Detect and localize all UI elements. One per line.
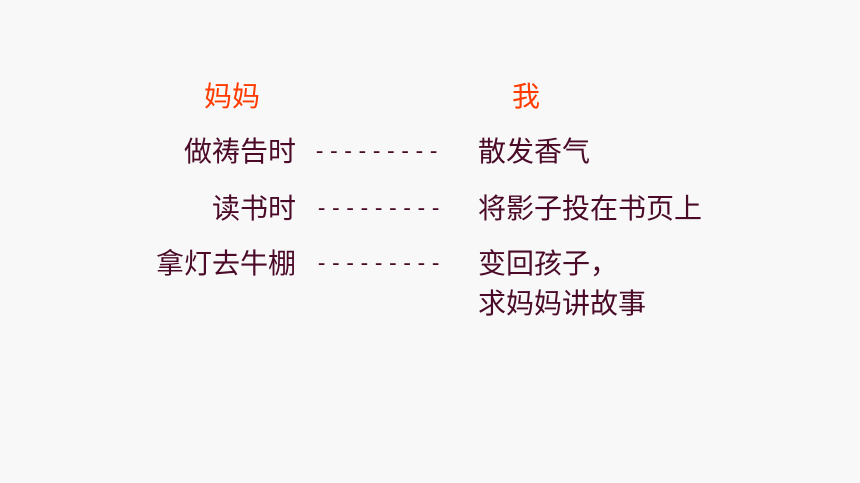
header-mom: 妈妈 bbox=[204, 80, 261, 113]
row-3-me: 变回孩子， bbox=[478, 247, 619, 280]
row-3-me-line2: 求妈妈讲故事 bbox=[478, 287, 647, 320]
row-3-mom: 拿灯去牛棚 bbox=[155, 247, 296, 280]
row-1-mom: 做祷告时 bbox=[183, 135, 296, 168]
row-3-connector: --------- bbox=[315, 251, 444, 276]
header-me: 我 bbox=[512, 80, 541, 113]
row-1-me: 散发香气 bbox=[478, 135, 591, 168]
row-2-mom: 读书时 bbox=[211, 192, 296, 225]
row-1-connector: --------- bbox=[313, 139, 442, 164]
row-2-connector: --------- bbox=[315, 196, 444, 221]
row-2-me: 将影子投在书页上 bbox=[478, 192, 703, 225]
